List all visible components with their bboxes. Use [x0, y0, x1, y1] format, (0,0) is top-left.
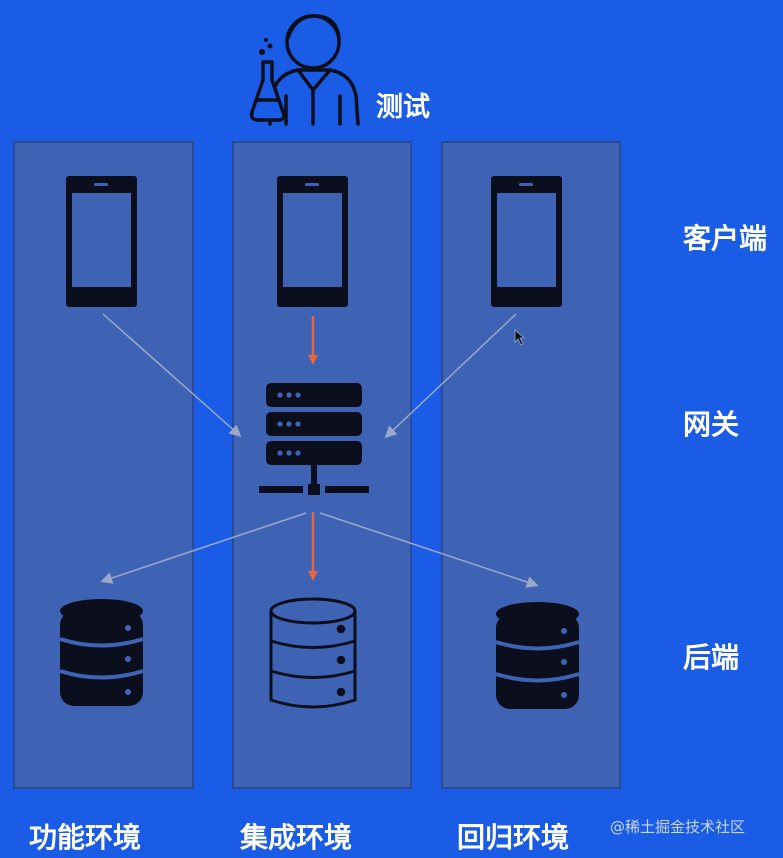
env-label-regression: 回归环境	[457, 821, 570, 854]
env-label-integration: 集成环境	[240, 821, 353, 854]
smartphone-icon	[66, 176, 137, 307]
arrow-regression-client-to-gateway	[384, 313, 517, 439]
env-label-functional: 功能环境	[29, 821, 142, 854]
database-icon	[269, 597, 357, 709]
server-icon	[259, 383, 369, 495]
scientist-icon	[249, 14, 360, 126]
smartphone-icon	[277, 176, 348, 307]
arrow-gateway-to-regression-backend	[319, 512, 539, 588]
layer-label-gateway: 网关	[683, 408, 740, 441]
watermark: @稀土掘金技术社区	[610, 818, 746, 836]
cursor-icon	[514, 329, 526, 346]
layer-label-backend: 后端	[683, 641, 740, 674]
arrow-gateway-to-functional-backend	[100, 512, 307, 584]
database-icon	[495, 602, 580, 709]
tester-label: 测试	[376, 92, 430, 123]
database-icon	[59, 599, 144, 706]
layer-label-client: 客户端	[683, 222, 768, 255]
smartphone-icon	[491, 176, 562, 307]
arrow-functional-client-to-gateway	[102, 313, 242, 437]
